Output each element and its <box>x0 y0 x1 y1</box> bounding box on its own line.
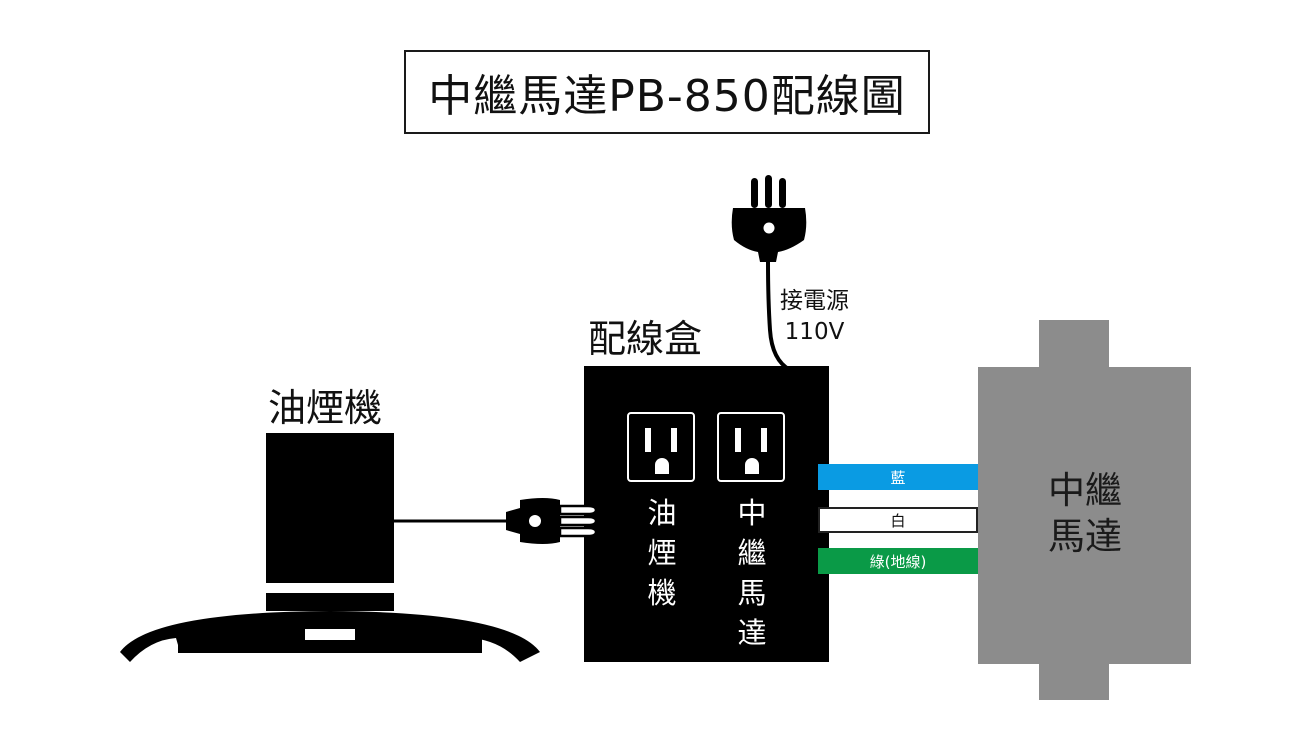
junction-box <box>584 366 829 662</box>
relay-motor <box>978 320 1191 700</box>
junction-box-label: 配線盒 <box>588 317 703 361</box>
range-hood-label: 油煙機 <box>268 386 383 430</box>
wire-green-label: 綠(地線) <box>869 552 927 571</box>
outlet-label-relay-motor: 中繼馬達 <box>737 496 767 650</box>
outlet-label-range-hood: 油煙機 <box>647 496 677 610</box>
range-hood-body <box>266 433 394 583</box>
power-label-line2: 110V <box>784 319 845 345</box>
relay-motor-body <box>978 367 1191 664</box>
outlet-range-hood-icon <box>627 412 695 482</box>
diagram-title: 中繼馬達PB-850配線圖 <box>428 71 906 122</box>
wire-white-label: 白 <box>890 511 906 530</box>
power-plug-icon <box>731 175 807 262</box>
diagram-title-box: 中繼馬達PB-850配線圖 <box>404 50 930 134</box>
power-label-line1: 接電源 <box>780 288 849 314</box>
power-cord <box>766 261 794 379</box>
outlet-relay-motor-icon <box>717 412 785 482</box>
wire-blue: 藍 <box>818 464 978 490</box>
wire-blue-label: 藍 <box>890 468 906 487</box>
wire-white: 白 <box>818 507 978 533</box>
hood-plug-icon <box>506 498 598 544</box>
range-hood-canopy <box>120 593 540 662</box>
power-label: 接電源 110V <box>780 286 849 348</box>
wire-green: 綠(地線) <box>818 548 978 574</box>
relay-motor-label: 中繼馬達 <box>1048 469 1122 558</box>
